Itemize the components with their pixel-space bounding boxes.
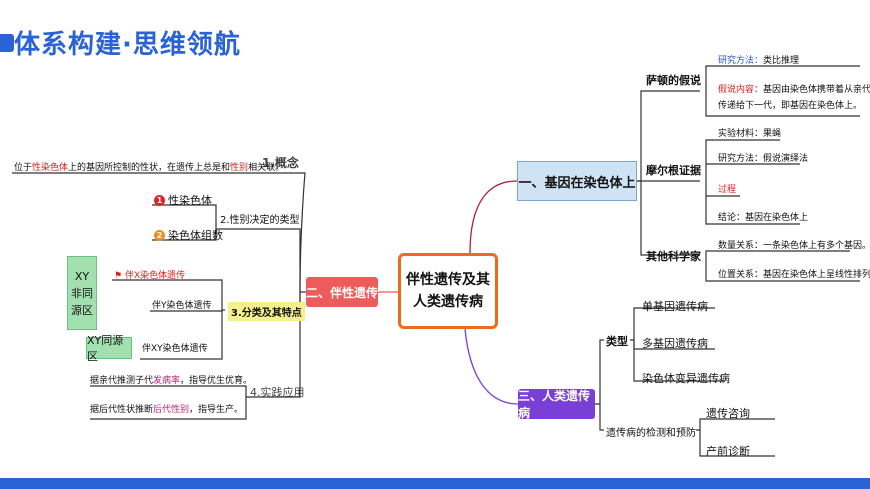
connector-sutton-hyp bbox=[705, 91, 860, 117]
morgan-method: 研究方法：假说演绎法 bbox=[718, 154, 809, 164]
connector-types-2 bbox=[152, 229, 217, 241]
sutton-hyp-line1: 假说内容：基因由染色体携带着从亲代 bbox=[718, 85, 870, 95]
concept-desc: 位于性染色体上的基因所控制的性状，在遗传上总是和性别相关联。 bbox=[14, 163, 285, 173]
center-node[interactable]: 伴性遗传及其 人类遗传病 bbox=[398, 253, 498, 329]
b3-multi: 多基因遗传病 bbox=[642, 337, 708, 350]
connector-others-position bbox=[705, 255, 860, 282]
class-x: ⚑ 伴X染色体遗传 bbox=[114, 271, 186, 281]
connector-b3-types bbox=[595, 339, 604, 405]
flag-icon: ⚑ bbox=[114, 271, 125, 281]
connector-chromo bbox=[633, 340, 725, 382]
b3-chromo: 染色体变异遗传病 bbox=[642, 372, 730, 385]
morgan-process: 过程 bbox=[718, 185, 737, 195]
b3-prenatal: 产前诊断 bbox=[706, 445, 750, 458]
connector-others-quantity bbox=[705, 250, 850, 255]
connector-consult bbox=[696, 418, 775, 431]
connector-sutton-method bbox=[705, 65, 860, 91]
connector-single bbox=[630, 307, 715, 341]
sutton-label: 萨顿的假说 bbox=[646, 74, 701, 87]
connector-center-branch1 bbox=[469, 180, 518, 254]
connector-practice-2 bbox=[90, 397, 247, 420]
others-position: 位置关系：基因在染色体上呈线性排列。 bbox=[718, 270, 870, 280]
footer-bar bbox=[0, 478, 870, 489]
connector-others bbox=[640, 181, 700, 256]
connector-practice-1 bbox=[90, 385, 250, 398]
connector-center-branch3 bbox=[464, 328, 519, 405]
b3-detect-label: 遗传病的检测和预防 bbox=[606, 428, 696, 439]
connector-prenatal bbox=[699, 430, 775, 457]
b3-types-label: 类型 bbox=[606, 335, 628, 348]
practice-line1: 据亲代推测子代发病率，指导优生优育。 bbox=[90, 376, 253, 386]
concept-label: 1.概念 bbox=[262, 156, 299, 170]
branch2-hub[interactable]: 二、伴性遗传 bbox=[306, 277, 378, 307]
class-y: 伴Y染色体遗传 bbox=[152, 301, 212, 311]
num-badge-2: 2 bbox=[154, 230, 165, 241]
branch1-hub[interactable]: 一、基因在染色体上 bbox=[517, 161, 637, 201]
classes-label: 3.分类及其特点 bbox=[228, 302, 305, 321]
practice-line2: 据后代性状推断后代性别，指导生产。 bbox=[90, 405, 244, 415]
practice-label: 4.实践应用 bbox=[250, 386, 305, 399]
connector-class-xy bbox=[140, 310, 223, 360]
connector-concept bbox=[260, 172, 306, 293]
connector-b3-detect bbox=[599, 404, 604, 431]
connector-morgan-material bbox=[705, 139, 780, 181]
branch3-hub[interactable]: 三、人类遗传病 bbox=[518, 389, 595, 420]
sutton-hyp-line2: 传递给下一代，即基因在染色体上。 bbox=[718, 101, 863, 111]
connector-class-x bbox=[112, 279, 225, 311]
page-title: 体系构建·思维领航 bbox=[14, 30, 241, 60]
sutton-method: 研究方法：类比推理 bbox=[718, 56, 800, 66]
xy-nonhomo-box: XY非同源区 bbox=[67, 256, 97, 330]
title-accent-bar bbox=[0, 34, 14, 52]
center-line2: 人类遗传病 bbox=[413, 294, 483, 310]
connector-types-1 bbox=[152, 204, 220, 230]
types-label: 2.性别决定的类型 bbox=[220, 215, 300, 226]
xy-homo-box: XY同源区 bbox=[86, 334, 132, 363]
b3-consult: 遗传咨询 bbox=[706, 407, 750, 420]
num-badge-1: 1 bbox=[154, 195, 165, 206]
connector-types bbox=[220, 228, 301, 293]
connector-morgan-conclusion bbox=[705, 196, 800, 225]
class-xy: 伴XY染色体遗传 bbox=[142, 344, 208, 354]
others-quantity: 数量关系：一条染色体上有多个基因。 bbox=[718, 241, 870, 251]
morgan-conclusion: 结论：基因在染色体上 bbox=[718, 213, 809, 223]
morgan-label: 摩尔根证据 bbox=[646, 164, 701, 177]
morgan-material: 实验材料：果蝇 bbox=[718, 129, 782, 139]
b3-single: 单基因遗传病 bbox=[642, 300, 708, 313]
others-label: 其他科学家 bbox=[646, 250, 701, 263]
center-line1: 伴性遗传及其 bbox=[406, 272, 490, 288]
